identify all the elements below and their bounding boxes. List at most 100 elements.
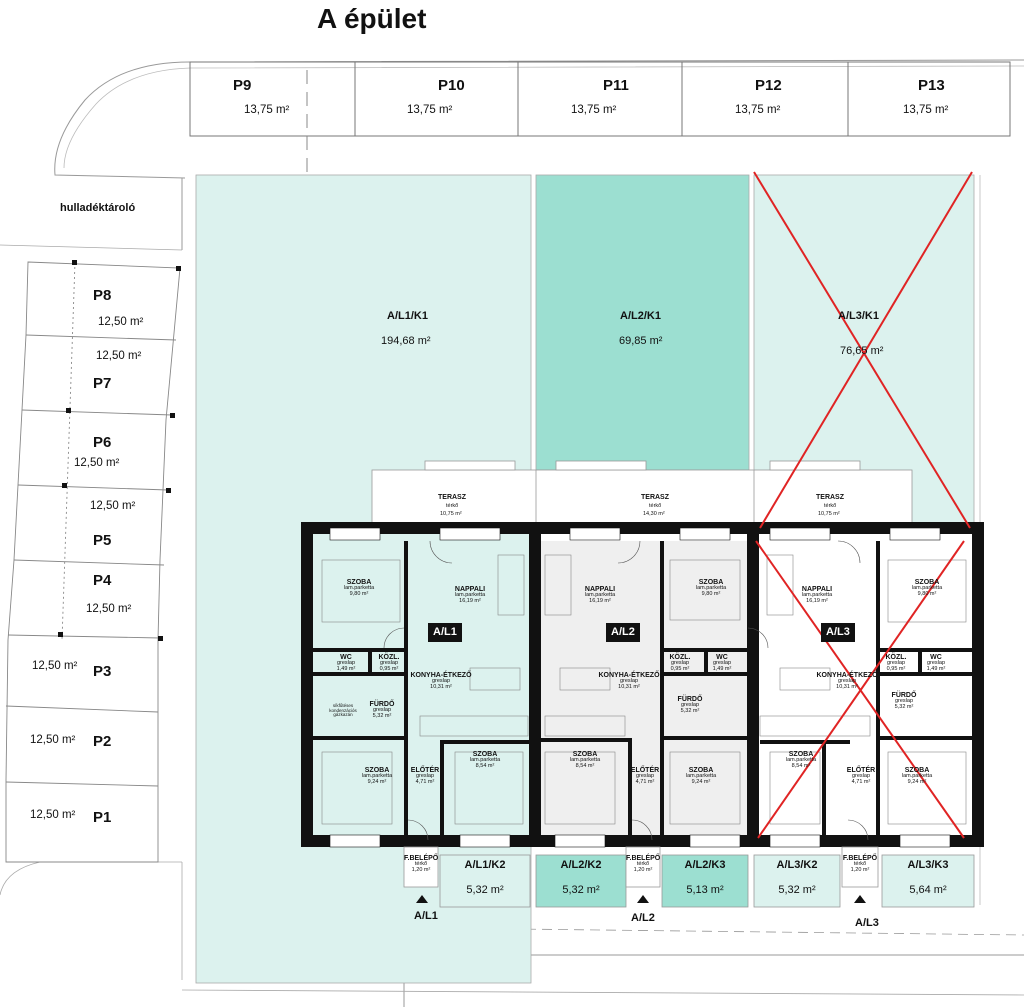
- unit-badge-a-l1: A/L1: [428, 623, 462, 642]
- terrace-3-label: TERASZ: [816, 494, 844, 501]
- parking-p6-area: 12,50 m²: [74, 457, 120, 469]
- parking-p10-area: 13,75 m²: [407, 104, 453, 116]
- parking-p10-label: P10: [438, 77, 465, 94]
- parking-p5-label: P5: [93, 532, 112, 549]
- parking-p13-label: P13: [918, 77, 945, 94]
- garden-a-l3-k1-label: A/L3/K1: [838, 310, 879, 322]
- garden-a-l3-k1-area: 76,65 m²: [840, 345, 884, 357]
- entrance-arrow-icon: [637, 895, 649, 903]
- garden-a-l2-k1-area: 69,85 m²: [619, 335, 663, 347]
- parking-p8-area: 12,50 m²: [98, 316, 144, 328]
- parking-p8-label: P8: [93, 287, 112, 304]
- terrace-2-area: 14,30 m²: [643, 511, 665, 517]
- terrace-1-area: 10,75 m²: [440, 511, 462, 517]
- parking-p7-label: P7: [93, 375, 112, 392]
- garden-a-l2-k1-label: A/L2/K1: [620, 310, 661, 322]
- terrace-1-label: TERASZ: [438, 494, 466, 501]
- terrace-2-label: TERASZ: [641, 494, 669, 501]
- parking-p11-label: P11: [603, 77, 629, 94]
- garden-a-l1-k1-label: A/L1/K1: [387, 310, 428, 322]
- unit-badge-a-l3: A/L3: [821, 623, 855, 642]
- terrace-3-material: térkő: [824, 503, 837, 509]
- entrance-arrow-icon: [416, 895, 428, 903]
- parking-p11-area: 13,75 m²: [571, 104, 617, 116]
- parking-p12-area: 13,75 m²: [735, 104, 781, 116]
- parking-p1-area: 12,50 m²: [30, 809, 76, 821]
- building-walls: [301, 522, 984, 848]
- cross-out-a-l3: [753, 171, 973, 839]
- parking-p4-area: 12,50 m²: [86, 603, 132, 615]
- front-garden-a-l2-k3: [661, 854, 749, 908]
- terrace-1-material: térkő: [446, 503, 459, 509]
- parking-p6-label: P6: [93, 434, 112, 451]
- parking-p5-area: 12,50 m²: [90, 500, 136, 512]
- top-parking-row: [189, 61, 1011, 137]
- parking-p13-area: 13,75 m²: [903, 104, 949, 116]
- front-garden-a-l3-k3: [881, 854, 975, 908]
- terrace-strip: [371, 460, 913, 528]
- front-garden-a-l1-k2: [439, 854, 531, 908]
- road-curve-bottom: [0, 861, 182, 896]
- waste-storage-label: hulladéktároló: [60, 202, 136, 214]
- parking-p4-label: P4: [93, 572, 112, 589]
- terrace-3-area: 10,75 m²: [818, 511, 840, 517]
- road-curve-outer: [54, 59, 1024, 179]
- parking-p3-label: P3: [93, 663, 112, 680]
- parking-p12-label: P12: [755, 77, 782, 94]
- parking-p1-label: P1: [93, 809, 112, 826]
- parking-p7-area: 12,50 m²: [96, 350, 142, 362]
- entrance-label-a-l2: A/L2: [631, 912, 655, 924]
- front-garden-a-l2-k2: [535, 854, 627, 908]
- garden-a-l1-k1-area: 194,68 m²: [381, 335, 431, 347]
- front-garden-a-l3-k2: [753, 854, 841, 908]
- page-title: A épület: [317, 3, 427, 34]
- entrance-label-a-l1: A/L1: [414, 910, 438, 922]
- side-parking-column: [5, 261, 181, 863]
- parking-p3-area: 12,50 m²: [32, 660, 78, 672]
- road-curve-inner: [63, 65, 1024, 169]
- parking-p2-area: 12,50 m²: [30, 734, 76, 746]
- unit-badge-a-l2: A/L2: [606, 623, 640, 642]
- boiler-note: síkfűtéses kondenzációs gázkazán: [329, 703, 357, 717]
- garden-a-l2-k1: [535, 174, 750, 471]
- entrance-arrow-icon: [854, 895, 866, 903]
- garden-a-l1-k1: [195, 174, 532, 984]
- parking-p2-label: P2: [93, 733, 112, 750]
- parking-p9-label: P9: [233, 77, 252, 94]
